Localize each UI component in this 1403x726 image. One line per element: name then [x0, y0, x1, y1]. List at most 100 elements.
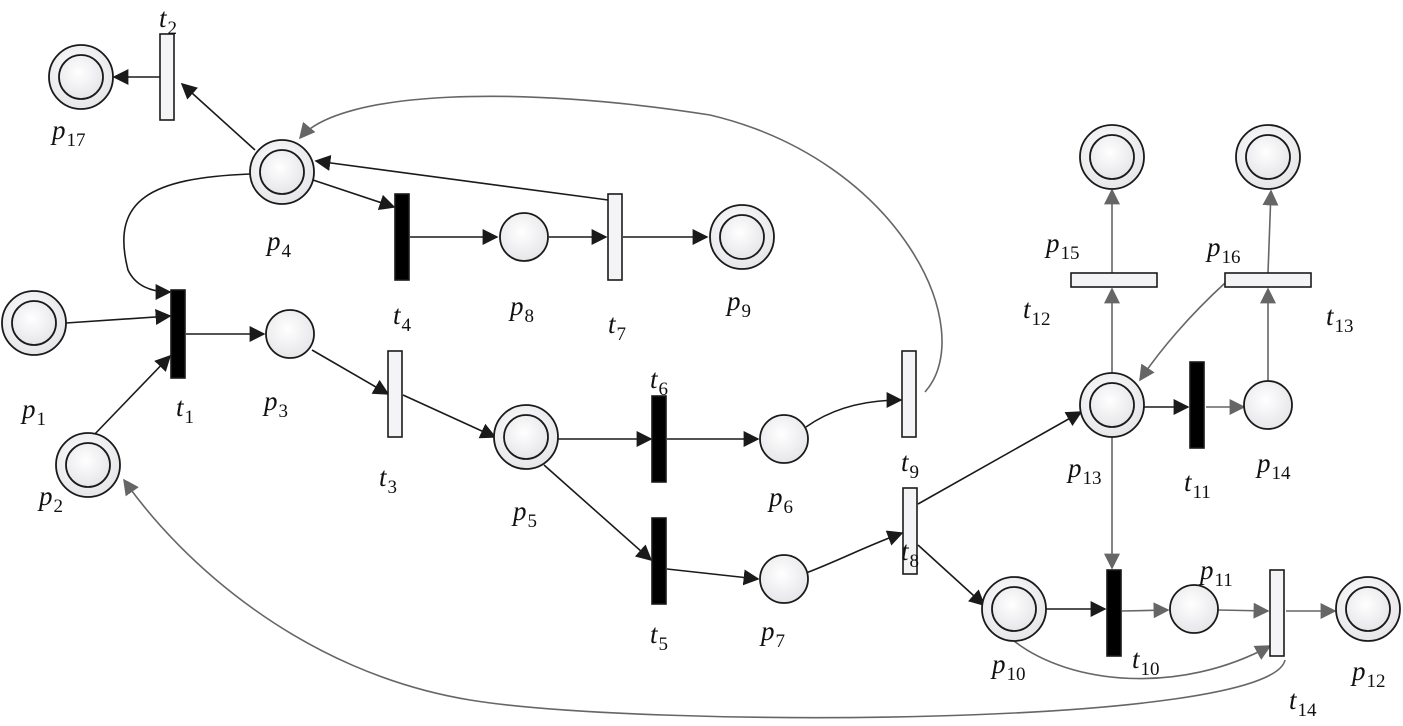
transition-t8[interactable]: [902, 487, 918, 575]
transition-t7[interactable]: [607, 193, 623, 281]
transition-t11[interactable]: [1189, 361, 1205, 449]
label-t8-base: t: [901, 536, 910, 566]
label-t5: t5: [650, 619, 668, 655]
place-inner-ring: [503, 414, 549, 460]
place-p14[interactable]: [1243, 380, 1293, 430]
label-p10-subscript: 10: [1007, 664, 1026, 685]
transition-t14[interactable]: [1269, 569, 1285, 657]
label-t11: t11: [1184, 467, 1211, 503]
place-p17[interactable]: [48, 44, 114, 110]
transition-t10[interactable]: [1106, 569, 1122, 657]
label-t3-subscript: 3: [388, 477, 398, 498]
label-p10-base: p: [990, 649, 1006, 679]
label-t14-subscript: 14: [1298, 700, 1318, 721]
label-t4-base: t: [393, 300, 402, 330]
label-t9-subscript: 9: [910, 462, 920, 483]
place-p16[interactable]: [1235, 124, 1301, 190]
label-t11-subscript: 11: [1193, 482, 1211, 503]
label-p12-subscript: 12: [1367, 671, 1386, 692]
arc-p2-to-t1: [91, 354, 172, 438]
place-circle: [265, 309, 315, 359]
label-p4-base: p: [265, 226, 281, 256]
label-t3: t3: [379, 462, 397, 498]
label-t14-base: t: [1289, 685, 1298, 715]
place-inner-ring: [1089, 134, 1135, 180]
nodes: [1, 33, 1401, 657]
label-t2-subscript: 2: [168, 18, 178, 39]
place-inner-ring: [719, 214, 765, 260]
label-t3-base: t: [379, 462, 388, 492]
label-t2-base: t: [159, 3, 168, 33]
label-p17-subscript: 17: [67, 130, 86, 151]
transition-t1[interactable]: [170, 289, 186, 379]
label-t6-subscript: 6: [659, 379, 669, 400]
label-p9-base: p: [725, 286, 741, 316]
label-t6: t6: [650, 364, 668, 400]
place-p6[interactable]: [759, 414, 809, 464]
arc-t8-to-p10: [917, 544, 986, 607]
label-t8-subscript: 8: [910, 551, 920, 572]
label-p2: p2: [37, 481, 63, 517]
transition-t6[interactable]: [651, 395, 667, 483]
label-t5-subscript: 5: [659, 634, 669, 655]
arc-p6-to-t9: [805, 392, 903, 428]
arc-t5-to-p7: [666, 568, 760, 586]
label-p13-base: p: [1066, 453, 1082, 483]
label-p5: p5: [511, 496, 537, 532]
label-p9-subscript: 9: [742, 301, 752, 322]
arc-p7-to-t8: [805, 530, 904, 574]
place-p1[interactable]: [1, 290, 67, 356]
arc-t14-to-p2: [123, 478, 1286, 719]
label-p7-base: p: [759, 616, 775, 646]
label-p16-subscript: 16: [1222, 247, 1241, 268]
label-p1-base: p: [20, 394, 36, 424]
label-t12-base: t: [1023, 294, 1032, 324]
label-t5-base: t: [650, 619, 659, 649]
place-p10[interactable]: [981, 576, 1047, 642]
transition-t9[interactable]: [901, 350, 917, 438]
transition-t13[interactable]: [1224, 272, 1312, 288]
transition-t12[interactable]: [1070, 272, 1158, 288]
label-p12-base: p: [1350, 656, 1366, 686]
place-p5[interactable]: [493, 404, 559, 470]
label-p17-base: p: [50, 115, 66, 145]
label-t7-subscript: 7: [617, 324, 627, 345]
place-p9[interactable]: [709, 204, 775, 270]
label-p7-subscript: 7: [776, 631, 786, 652]
place-p12[interactable]: [1335, 576, 1401, 642]
transition-t5[interactable]: [651, 517, 667, 605]
arc-p3-to-t3: [311, 349, 390, 395]
place-inner-ring: [1089, 382, 1135, 428]
arcs: [65, 69, 1337, 719]
place-p13[interactable]: [1079, 372, 1145, 438]
place-inner-ring: [65, 442, 111, 488]
label-t12-subscript: 12: [1032, 309, 1051, 330]
label-p4-subscript: 4: [282, 241, 292, 262]
place-p4[interactable]: [249, 139, 315, 205]
place-p8[interactable]: [499, 212, 549, 262]
label-p7: p7: [759, 616, 785, 652]
label-t1-base: t: [176, 392, 185, 422]
transition-t3[interactable]: [387, 350, 403, 438]
transition-t2[interactable]: [159, 33, 175, 121]
label-t13-base: t: [1326, 301, 1335, 331]
label-p11-base: p: [1198, 555, 1214, 585]
label-p6-subscript: 6: [784, 497, 794, 518]
place-p3[interactable]: [265, 309, 315, 359]
transition-t4[interactable]: [394, 193, 410, 281]
place-p7[interactable]: [759, 554, 809, 604]
label-t4-subscript: 4: [402, 315, 412, 336]
label-p8-base: p: [508, 291, 524, 321]
label-p10: p10: [990, 649, 1026, 685]
place-circle: [759, 554, 809, 604]
arc-t13-to-p16: [1262, 189, 1279, 274]
place-inner-ring: [259, 149, 305, 195]
label-p6: p6: [767, 482, 793, 518]
arc-p4-to-t2: [180, 82, 256, 151]
label-t13-subscript: 13: [1335, 316, 1354, 337]
place-p11[interactable]: [1169, 584, 1219, 634]
label-p16: p16: [1205, 232, 1241, 268]
place-p2[interactable]: [55, 432, 121, 498]
place-p15[interactable]: [1079, 124, 1145, 190]
